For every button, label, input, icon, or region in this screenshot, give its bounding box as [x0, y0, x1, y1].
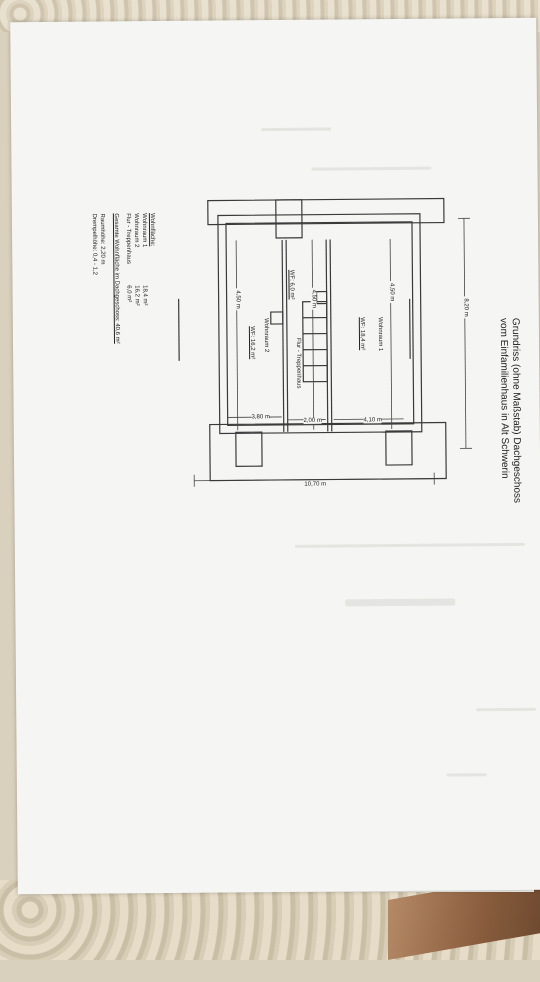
- floor-plan-drawing: [10, 18, 540, 982]
- legend-row-value: 18,4 m²: [142, 285, 148, 305]
- floor-plan-rotated: Grundriss (ohne Maßstab) Dachgeschoss vo…: [10, 18, 540, 982]
- corridor-name: Flur - Treppenhaus: [295, 338, 301, 389]
- corridor-wall: [330, 240, 332, 432]
- paper-sheet: Grundriss (ohne Maßstab) Dachgeschoss vo…: [10, 18, 540, 895]
- legend-row-value: 16,2 m²: [134, 285, 140, 305]
- legend-row: Wohnraum 216,2 m²: [132, 213, 141, 343]
- legend-total: Gesamte Wohnfläche im Dachgeschoss: 40,6…: [112, 213, 121, 343]
- legend-room-height: Raumhöhe: 2,20 m: [98, 213, 107, 343]
- depth-dimension-label: 8,20 m: [463, 296, 469, 318]
- corridor-wall: [286, 240, 288, 432]
- room1-name: Wohnraum 1: [377, 317, 383, 351]
- room1-area: WF: 18,4 m²: [359, 317, 365, 350]
- width-dimension-label: 10,70 m: [302, 481, 328, 487]
- legend-row: Wohnraum 118,4 m²: [140, 213, 149, 343]
- room2-height-line: [236, 240, 238, 430]
- corridor-wall: [282, 240, 284, 432]
- chimney-top: [276, 200, 302, 238]
- legend-row: Flur - Treppenhaus6,0 m²: [124, 213, 133, 343]
- window-room2: [179, 299, 180, 361]
- chimney-bottom-left: [386, 431, 412, 465]
- area-legend: Wohnfläche: Wohnraum 118,4 m² Wohnraum 2…: [90, 213, 157, 344]
- corridor-area: WF: 6,0 m²: [288, 270, 294, 300]
- gable-wall-top: [208, 199, 444, 225]
- room1-height-label: 4,50 m: [388, 281, 394, 303]
- chimney-bottom-right: [236, 432, 262, 466]
- legend-row-label: Wohnraum 2: [132, 213, 141, 285]
- room2-height-label: 4,50 m: [235, 288, 241, 310]
- legend-row-label: Flur - Treppenhaus: [124, 213, 133, 285]
- photo-scene: Grundriss (ohne Maßstab) Dachgeschoss vo…: [0, 0, 540, 960]
- room2-area: WF: 16,2 m²: [249, 326, 255, 359]
- legend-row-value: 6,0 m²: [126, 285, 132, 302]
- room2-width-label: 3,80 m: [251, 414, 269, 420]
- corridor-height-label: 4,50 m: [311, 288, 317, 310]
- corridor-height-line: [312, 240, 314, 430]
- staircase: [303, 302, 328, 382]
- room2-name: Wohnraum 2: [263, 318, 269, 352]
- corridor-width-label: 2,00 m: [303, 418, 321, 424]
- room1-height-line: [390, 239, 392, 429]
- depth-dimension-line: [464, 218, 466, 448]
- room1-width-label: 4,10 m: [363, 417, 381, 423]
- legend-knee-wall: Drempelhöhe: 0,4 - 1,2: [90, 214, 99, 344]
- flue-square: [271, 312, 283, 324]
- legend-heading: Wohnfläche:: [148, 213, 157, 343]
- window-room1: [410, 299, 411, 359]
- legend-row-label: Wohnraum 1: [140, 213, 149, 285]
- inner-wall-line: [226, 222, 414, 426]
